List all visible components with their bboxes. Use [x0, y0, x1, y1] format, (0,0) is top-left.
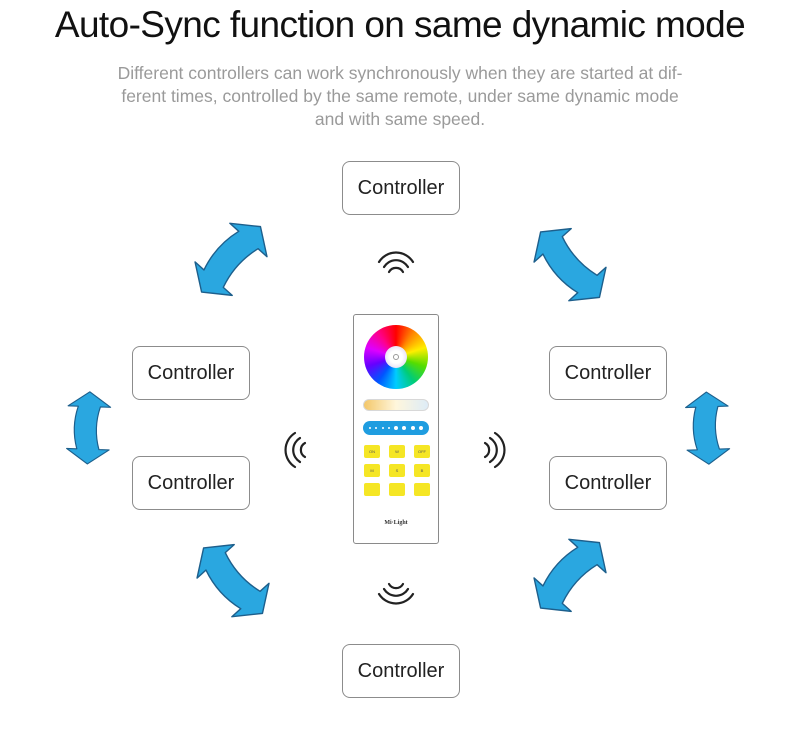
- page-title: Auto-Sync function on same dynamic mode: [54, 4, 746, 45]
- controller-left-lower: Controller: [132, 456, 250, 510]
- subtitle-line: ferent times, controlled by the same rem…: [121, 86, 679, 106]
- remote-key: OFF: [414, 445, 430, 458]
- subtitle-line: Different controllers can work synchrono…: [117, 63, 683, 83]
- remote-key: [389, 483, 405, 496]
- sync-arrow-icon: [182, 209, 280, 310]
- controller-right-upper: Controller: [549, 346, 667, 400]
- remote-key: S: [389, 464, 405, 477]
- sync-arrow-icon: [521, 525, 619, 626]
- controller-bottom: Controller: [342, 644, 460, 698]
- brightness-dot: [375, 427, 378, 429]
- remote-brand-logo: Mi·Light: [384, 520, 408, 526]
- remote-key: ON: [364, 445, 380, 458]
- controller-left-upper: Controller: [132, 346, 250, 400]
- remote-key: [414, 483, 430, 496]
- brightness-dot: [418, 426, 423, 430]
- color-temperature-slider: [363, 399, 429, 411]
- sync-arrow-icon: [521, 214, 619, 315]
- remote-key: B: [414, 464, 430, 477]
- remote-key: W: [389, 445, 405, 458]
- brightness-dot: [381, 427, 384, 429]
- remote-key: [364, 483, 380, 496]
- remote-control: ON W OFF M S B Mi·Light: [353, 314, 439, 544]
- signal-waves-icon: [284, 431, 307, 469]
- remote-key: M: [364, 464, 380, 477]
- brightness-dot: [387, 427, 390, 429]
- remote-keypad: ON W OFF M S B: [364, 445, 430, 496]
- controller-top: Controller: [342, 161, 460, 215]
- brightness-dot: [394, 426, 399, 430]
- sync-arrow-icon: [684, 390, 731, 466]
- sync-arrow-icon: [184, 530, 282, 631]
- color-wheel-dot: [393, 354, 399, 360]
- brightness-dot: [369, 427, 371, 429]
- signal-waves-icon: [483, 431, 506, 469]
- brightness-dot: [410, 426, 415, 430]
- page-subtitle: Different controllers can work synchrono…: [80, 62, 720, 131]
- controller-right-lower: Controller: [549, 456, 667, 510]
- brightness-dot: [402, 426, 407, 430]
- signal-waves-icon: [377, 582, 415, 605]
- brightness-slider: [363, 421, 429, 435]
- signal-waves-icon: [377, 251, 415, 274]
- color-wheel: [364, 325, 428, 389]
- sync-arrow-icon: [65, 390, 112, 466]
- subtitle-line: and with same speed.: [314, 109, 486, 129]
